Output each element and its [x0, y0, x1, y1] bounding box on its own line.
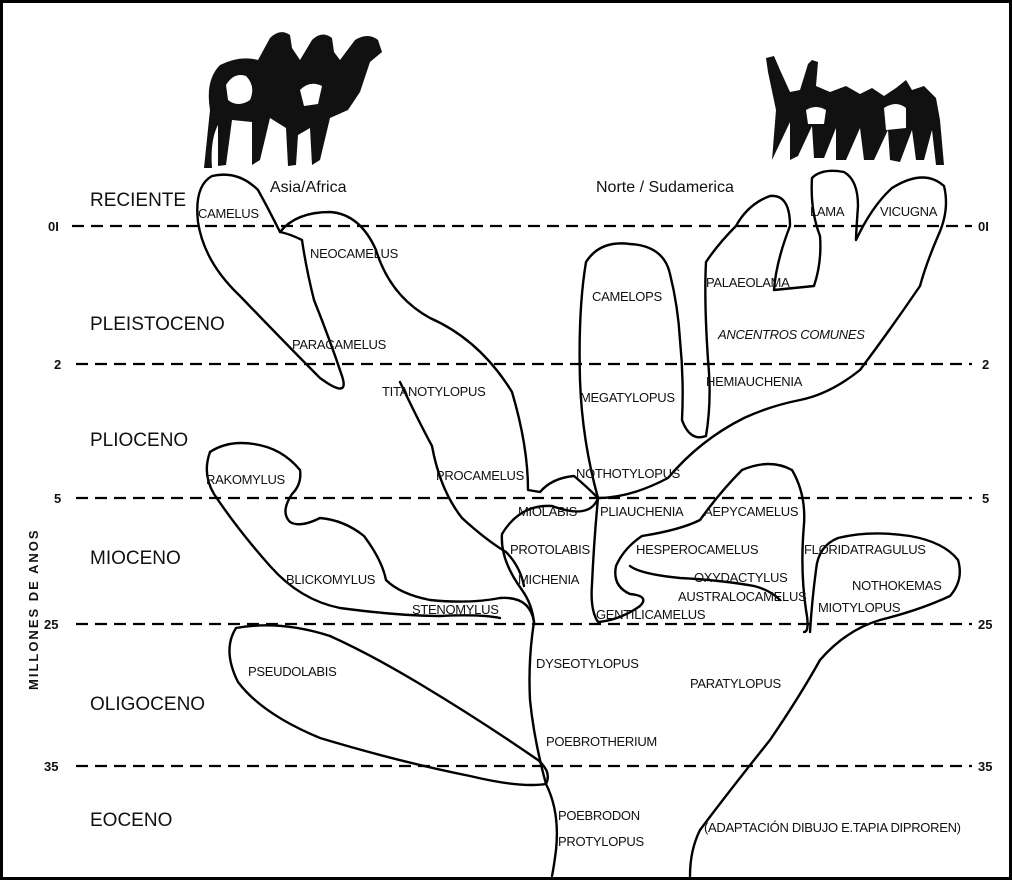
neocamelus-titanotylopus-lineage: [280, 212, 598, 622]
label-neocamelus: NEOCAMELUS: [310, 246, 399, 261]
label-poebrotherium: POEBROTHERIUM: [546, 734, 657, 749]
llamas-illustration: [766, 56, 944, 165]
label-ancestros-comunes: ANCENTROS COMUNES: [717, 327, 865, 342]
label-pseudolabis: PSEUDOLABIS: [248, 664, 337, 679]
diagram-canvas: Asia/Africa Norte / Sudamerica 0I 2 5 25…: [3, 3, 1009, 877]
time-mark-right-25: 25: [978, 617, 992, 632]
time-mark-left-25: 25: [44, 617, 58, 632]
epoch-plioceno: PLIOCENO: [90, 430, 188, 451]
label-procamelus: PROCAMELUS: [436, 468, 525, 483]
label-protolabis: PROTOLABIS: [510, 542, 590, 557]
credit-text: (ADAPTACIÓN DIBUJO E.TAPIA DIPROREN): [704, 820, 961, 835]
time-mark-right-35: 35: [978, 759, 992, 774]
epoch-pleistoceno: PLEISTOCENO: [90, 314, 225, 335]
label-oxydactylus: OXYDACTYLUS: [694, 570, 788, 585]
label-palaeolama: PALAEOLAMA: [706, 275, 790, 290]
region-north-south-america: Norte / Sudamerica: [596, 179, 734, 196]
time-mark-right-0: 0I: [978, 219, 989, 234]
label-lama: LAMA: [810, 204, 845, 219]
epoch-reciente: RECIENTE: [90, 190, 186, 211]
label-australocamelus: AUSTRALOCAMELUS: [678, 589, 807, 604]
label-hesperocamelus: HESPEROCAMELUS: [636, 542, 759, 557]
time-mark-left-35: 35: [44, 759, 58, 774]
label-nothokemas: NOTHOKEMAS: [852, 578, 942, 593]
label-paracamelus: PARACAMELUS: [292, 337, 387, 352]
label-paratylopus: PARATYLOPUS: [690, 676, 781, 691]
epoch-mioceno: MIOCENO: [90, 548, 181, 569]
label-camelus: CAMELUS: [198, 206, 259, 221]
label-blickomylus: BLICKOMYLUS: [286, 572, 376, 587]
time-mark-right-5: 5: [982, 491, 989, 506]
label-pliauchenia: PLIAUCHENIA: [600, 504, 684, 519]
label-protylopus: PROTYLOPUS: [558, 834, 644, 849]
label-stenomylus: STENOMYLUS: [412, 602, 499, 617]
label-hemiauchenia: HEMIAUCHENIA: [706, 374, 803, 389]
label-miolabis: MIOLABIS: [518, 504, 578, 519]
time-mark-left-5: 5: [54, 491, 61, 506]
label-vicugna: VICUGNA: [880, 204, 938, 219]
label-megatylopus: MEGATYLOPUS: [580, 390, 675, 405]
time-mark-left-2: 2: [54, 357, 61, 372]
axis-label-millions-of-years: MILLONES DE ANOS: [26, 528, 41, 690]
time-mark-right-2: 2: [982, 357, 989, 372]
label-poebrodon: POEBRODON: [558, 808, 640, 823]
label-titanotylopus: TITANOTYLOPUS: [382, 384, 486, 399]
pseudolabis-lineage: [229, 625, 547, 785]
label-rakomylus: RAKOMYLUS: [206, 472, 286, 487]
region-asia-africa: Asia/Africa: [270, 179, 347, 196]
label-gentilicamelus: GENTILICAMELUS: [596, 607, 706, 622]
camels-illustration: [204, 32, 382, 168]
label-dyseotylopus: DYSEOTYLOPUS: [536, 656, 639, 671]
label-nothotylopus: NOTHOTYLOPUS: [576, 466, 681, 481]
epoch-oligoceno: OLIGOCENO: [90, 694, 205, 715]
time-mark-left-0: 0I: [48, 219, 59, 234]
label-aepycamelus: AEPYCAMELUS: [704, 504, 799, 519]
label-miotylopus: MIOTYLOPUS: [818, 600, 901, 615]
label-floridatragulus: FLORIDATRAGULUS: [804, 542, 926, 557]
label-camelops: CAMELOPS: [592, 289, 662, 304]
lineage-outlines: [197, 171, 960, 876]
label-michenia: MICHENIA: [518, 572, 580, 587]
epoch-eoceno: EOCENO: [90, 810, 172, 831]
